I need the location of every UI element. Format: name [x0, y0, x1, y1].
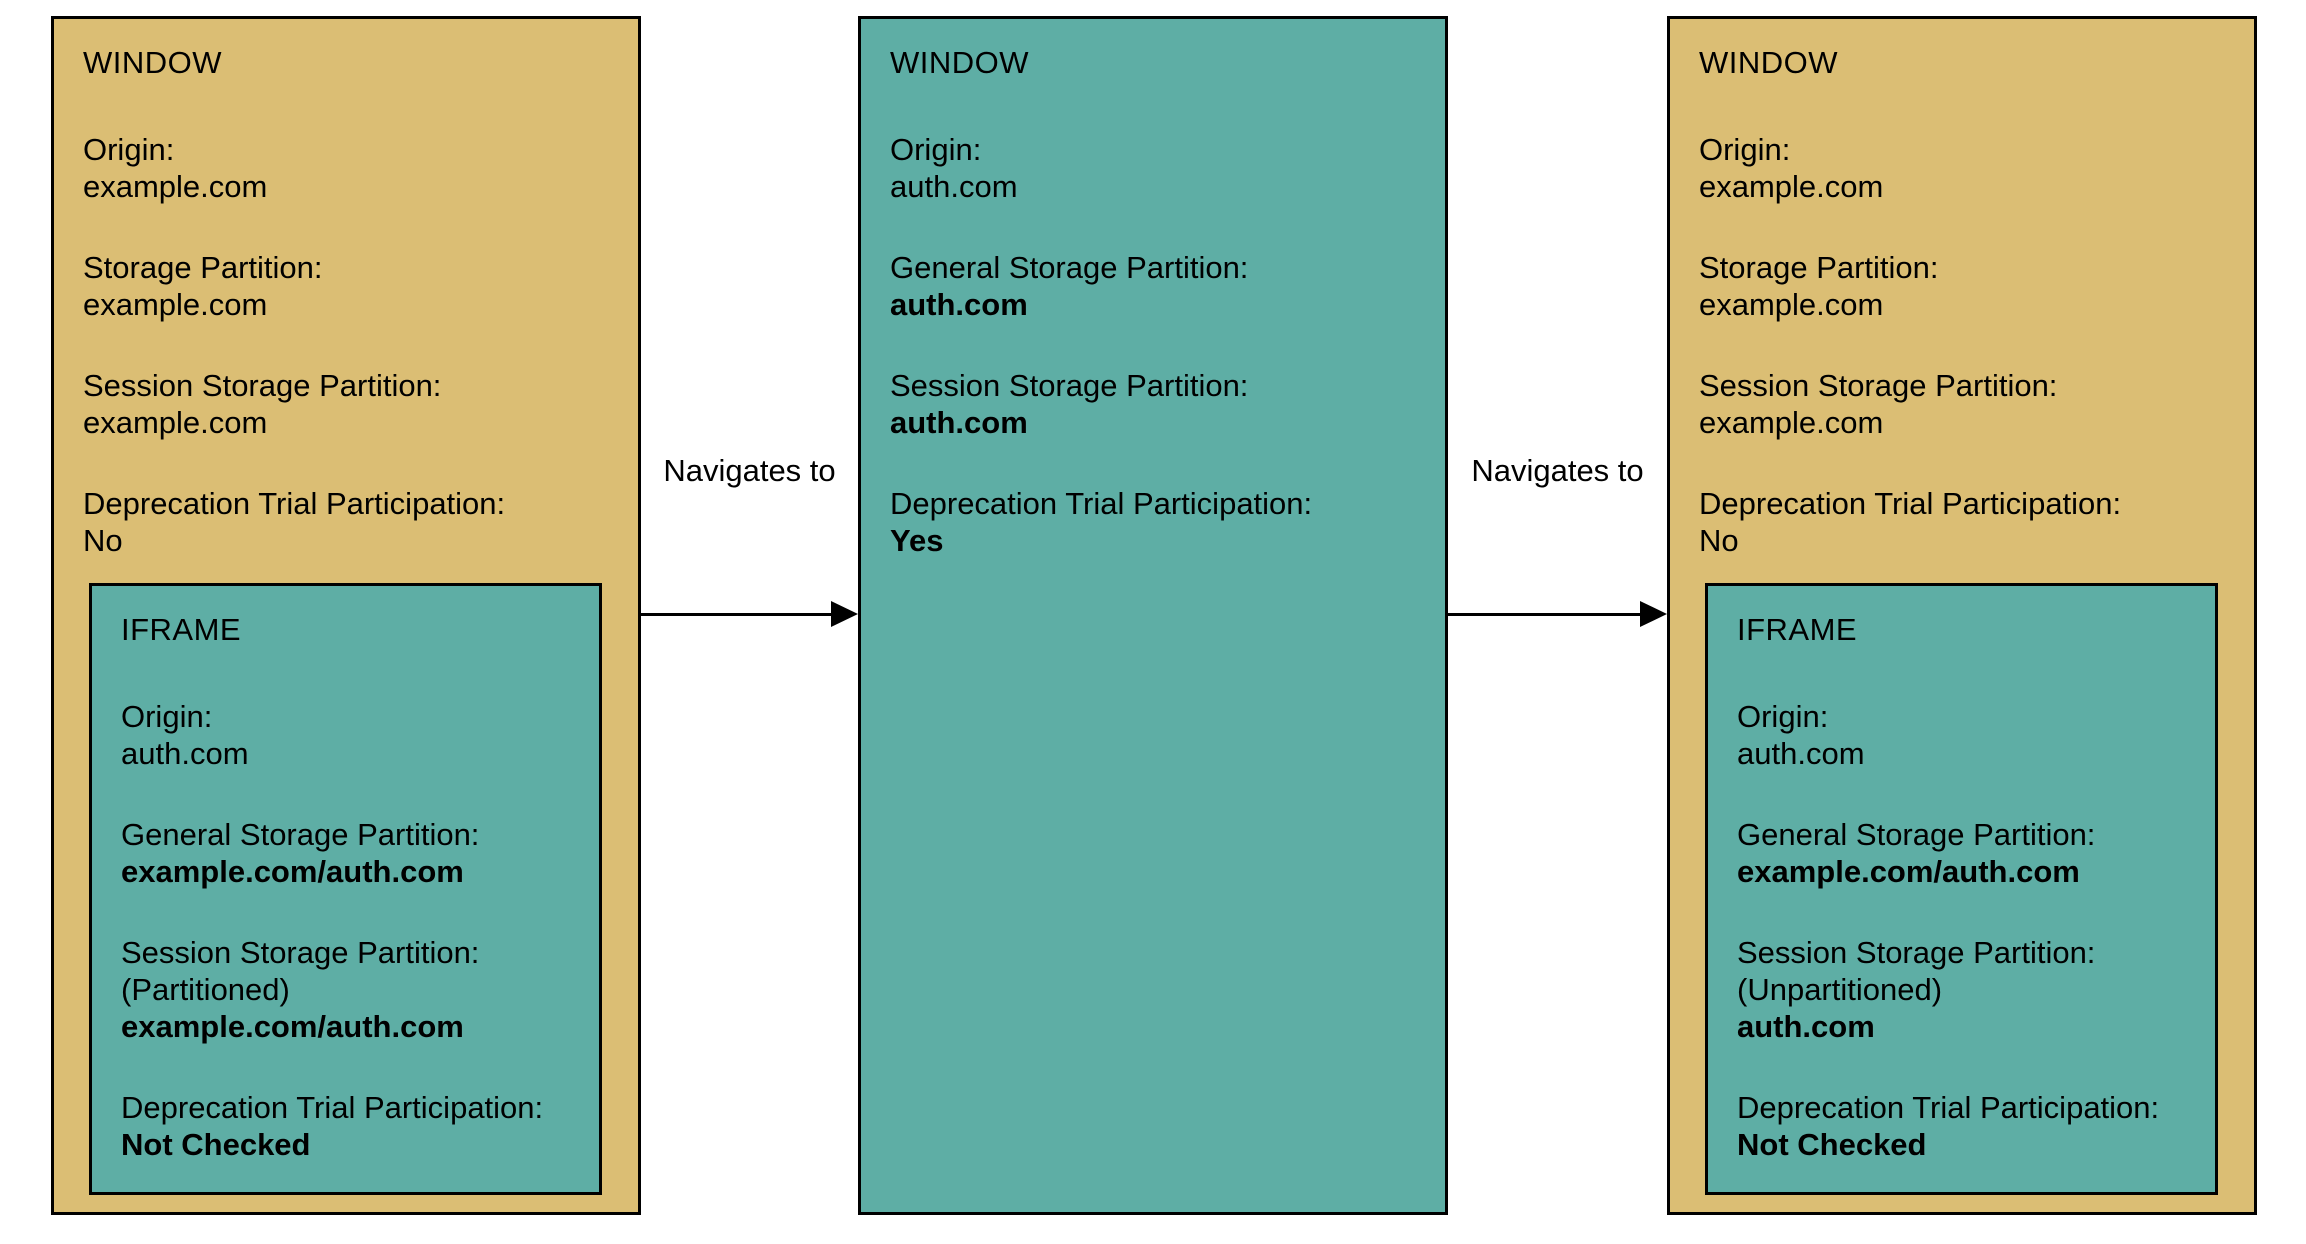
- field-value: Yes: [890, 523, 944, 558]
- field-value: example.com: [1699, 405, 1884, 440]
- field: General Storage Partition:example.com/au…: [121, 816, 579, 890]
- field-label: Session Storage Partition:: [890, 368, 1249, 403]
- field-value: auth.com: [1737, 1009, 1875, 1044]
- field: Origin:auth.com: [890, 131, 1417, 205]
- field-label: Storage Partition:: [1699, 250, 1939, 285]
- box-title: IFRAME: [1737, 612, 1858, 647]
- arrow-1-line: [641, 613, 831, 616]
- field-value: example.com: [83, 405, 268, 440]
- field-label: Origin:: [890, 132, 982, 167]
- field-label: Origin:: [1699, 132, 1791, 167]
- field-value: example.com/auth.com: [121, 854, 464, 889]
- field: Deprecation Trial Participation:Yes: [890, 485, 1417, 559]
- field: Storage Partition:example.com: [1699, 249, 2226, 323]
- arrow-2-line: [1448, 613, 1640, 616]
- field: General Storage Partition:auth.com: [890, 249, 1417, 323]
- field-label: Session Storage Partition:: [83, 368, 442, 403]
- field-value: (Partitioned): [121, 972, 290, 1007]
- field-label: Origin:: [83, 132, 175, 167]
- field-value: auth.com: [121, 736, 249, 771]
- field-value: No: [1699, 523, 1739, 558]
- field-label: General Storage Partition:: [890, 250, 1249, 285]
- field-value: auth.com: [890, 287, 1028, 322]
- field-label: Origin:: [1737, 699, 1829, 734]
- arrow-1-label: Navigates to: [663, 453, 836, 488]
- field: Session Storage Partition:(Unpartitioned…: [1737, 934, 2195, 1045]
- field: Session Storage Partition:example.com: [83, 367, 610, 441]
- field-value: Not Checked: [121, 1127, 311, 1162]
- field-value: example.com: [1699, 169, 1884, 204]
- field: Deprecation Trial Participation:Not Chec…: [1737, 1089, 2195, 1163]
- field-value: example.com: [1699, 287, 1884, 322]
- field-value: example.com: [83, 169, 268, 204]
- field: Origin:auth.com: [1737, 698, 2195, 772]
- field-label: Deprecation Trial Participation:: [83, 486, 506, 521]
- field-label: Deprecation Trial Participation:: [1737, 1090, 2160, 1125]
- field: Deprecation Trial Participation:Not Chec…: [121, 1089, 579, 1163]
- box-title: WINDOW: [1699, 45, 1839, 80]
- field: Deprecation Trial Participation:No: [1699, 485, 2226, 559]
- field: Origin:example.com: [83, 131, 610, 205]
- field: Origin:auth.com: [121, 698, 579, 772]
- field: Session Storage Partition:example.com: [1699, 367, 2226, 441]
- field-value: Not Checked: [1737, 1127, 1927, 1162]
- box-title: WINDOW: [83, 45, 223, 80]
- arrow-1-head-icon: [831, 601, 858, 627]
- field: Session Storage Partition:auth.com: [890, 367, 1417, 441]
- field: Deprecation Trial Participation:No: [83, 485, 610, 559]
- field: General Storage Partition:example.com/au…: [1737, 816, 2195, 890]
- field-label: Storage Partition:: [83, 250, 323, 285]
- field: Origin:example.com: [1699, 131, 2226, 205]
- field-label: Deprecation Trial Participation:: [121, 1090, 544, 1125]
- field-label: Deprecation Trial Participation:: [890, 486, 1313, 521]
- field-value: No: [83, 523, 123, 558]
- field-value: auth.com: [890, 405, 1028, 440]
- field-label: Session Storage Partition:: [1737, 935, 2096, 970]
- arrow-2-head-icon: [1640, 601, 1667, 627]
- field-label: Session Storage Partition:: [121, 935, 480, 970]
- field-value: example.com/auth.com: [1737, 854, 2080, 889]
- field: Storage Partition:example.com: [83, 249, 610, 323]
- field-value: example.com/auth.com: [121, 1009, 464, 1044]
- box-title: IFRAME: [121, 612, 242, 647]
- field-label: General Storage Partition:: [1737, 817, 2096, 852]
- field: Session Storage Partition:(Partitioned)e…: [121, 934, 579, 1045]
- field-value: (Unpartitioned): [1737, 972, 1943, 1007]
- box-title: WINDOW: [890, 45, 1030, 80]
- field-label: Session Storage Partition:: [1699, 368, 2058, 403]
- field-label: Deprecation Trial Participation:: [1699, 486, 2122, 521]
- arrow-2-label: Navigates to: [1471, 453, 1644, 488]
- field-label: Origin:: [121, 699, 213, 734]
- field-value: auth.com: [1737, 736, 1865, 771]
- field-value: example.com: [83, 287, 268, 322]
- field-value: auth.com: [890, 169, 1018, 204]
- field-label: General Storage Partition:: [121, 817, 480, 852]
